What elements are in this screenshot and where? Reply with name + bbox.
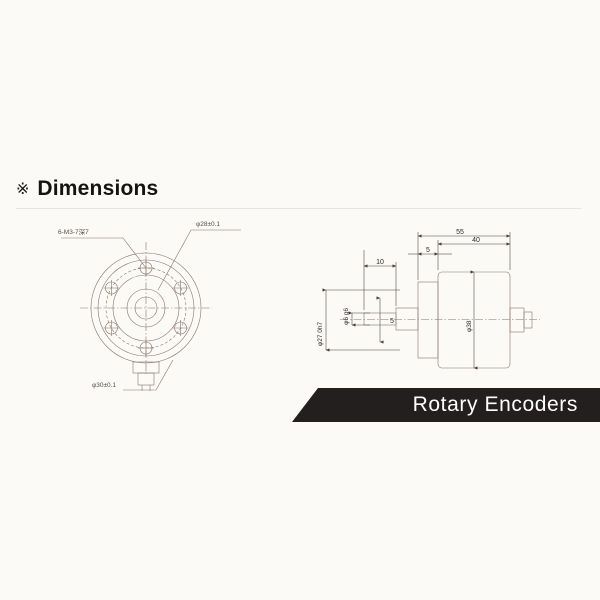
- page-title: Dimensions: [37, 177, 159, 200]
- dim-label-overall-length: 55: [456, 229, 464, 236]
- rear-connector: [509, 307, 525, 333]
- dim-label-body-diameter: φ38: [466, 320, 473, 332]
- bolt-hole: [172, 280, 189, 296]
- horizontal-dimensions: [363, 232, 511, 310]
- section-header: ※ Dimensions: [16, 178, 158, 199]
- reference-mark-icon: ※: [16, 178, 30, 198]
- rear-connector-tip: [523, 311, 533, 329]
- label-bolt-circle: φ28±0.1: [196, 221, 220, 228]
- dim-label-shaft-diameter: φ6 g6: [343, 308, 350, 325]
- dim-label-shaft-step: 5: [390, 318, 394, 325]
- shaft-step: [395, 307, 419, 331]
- leader-bolt-holes: [61, 237, 147, 269]
- leader-flange-diameter: [123, 359, 174, 391]
- circle-hub-outer: [126, 288, 166, 328]
- bolt-hole: [172, 320, 189, 336]
- bolt-hole: [103, 280, 120, 296]
- label-flange-diameter: φ30±0.1: [92, 382, 116, 389]
- dim-label-flange-thickness: 5: [426, 247, 430, 254]
- dim-label-pilot-diameter: φ27 0h7: [317, 322, 324, 346]
- leader-bolt-circle: [157, 229, 241, 291]
- leader-lines: [61, 229, 241, 391]
- header-divider: [16, 208, 581, 209]
- banner-title: Rotary Encoders: [412, 393, 578, 416]
- banner-shape: [292, 388, 600, 422]
- dim-label-body-to-flange: 40: [472, 237, 480, 244]
- front-view-drawing: 6-M3-7深7 φ28±0.1 φ30±0.1: [58, 221, 241, 391]
- label-bolt-holes: 6-M3-7深7: [58, 227, 89, 236]
- vertical-dimensions: [322, 270, 478, 370]
- dim-label-shaft-length: 10: [376, 259, 384, 266]
- bolt-hole: [103, 320, 120, 336]
- product-banner: Rotary Encoders: [292, 388, 600, 422]
- flange-plate: [417, 281, 439, 359]
- centre-axes: [80, 242, 212, 374]
- side-view-drawing: 55 40 5 10 φ6 g6 φ27 0h7 5 φ38: [317, 229, 540, 370]
